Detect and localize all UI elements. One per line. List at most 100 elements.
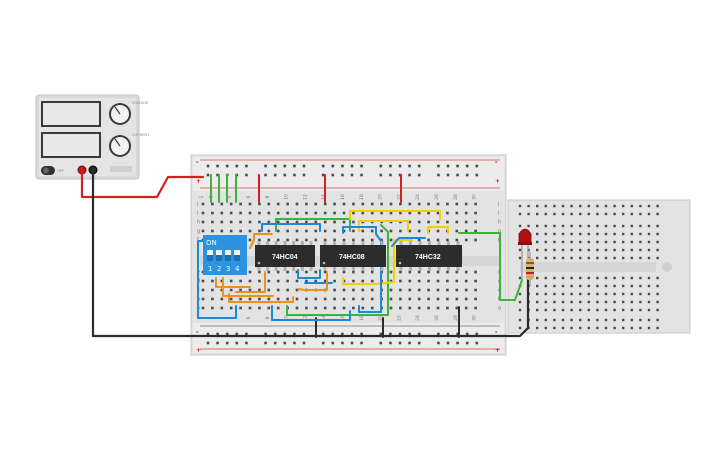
small-breadboard-hole[interactable] (596, 292, 599, 296)
small-breadboard-hole[interactable] (613, 248, 616, 252)
breadboard-hole[interactable] (408, 279, 412, 283)
breadboard-hole[interactable] (464, 220, 468, 224)
breadboard-hole[interactable] (314, 279, 318, 283)
breadboard-hole[interactable] (276, 229, 280, 233)
small-breadboard-hole[interactable] (604, 256, 608, 260)
breadboard-hole[interactable] (436, 238, 440, 242)
breadboard-hole[interactable] (201, 288, 205, 292)
small-breadboard-hole[interactable] (579, 256, 582, 260)
small-rail-hole[interactable] (596, 326, 599, 330)
small-rail-hole[interactable] (553, 212, 556, 216)
breadboard-hole[interactable] (201, 279, 205, 283)
rail-hole[interactable] (302, 341, 306, 345)
small-breadboard-hole[interactable] (579, 308, 582, 312)
small-breadboard-hole[interactable] (570, 224, 573, 228)
breadboard-hole[interactable] (464, 279, 468, 283)
rail-hole[interactable] (408, 332, 411, 336)
breadboard-hole[interactable] (446, 306, 449, 310)
breadboard-hole[interactable] (229, 288, 233, 292)
breadboard-hole[interactable] (314, 211, 318, 215)
breadboard-hole[interactable] (314, 238, 318, 242)
small-rail-hole[interactable] (604, 204, 608, 208)
small-breadboard-hole[interactable] (527, 256, 530, 260)
rail-hole[interactable] (341, 164, 344, 168)
small-breadboard-hole[interactable] (587, 256, 590, 260)
breadboard-hole[interactable] (427, 288, 430, 292)
blue-wire-2[interactable] (342, 226, 377, 235)
small-breadboard-hole[interactable] (553, 276, 556, 280)
breadboard-hole[interactable] (220, 229, 224, 233)
breadboard-hole[interactable] (408, 306, 412, 310)
small-breadboard-hole[interactable] (656, 292, 659, 296)
small-breadboard-hole[interactable] (536, 284, 539, 288)
breadboard-hole[interactable] (201, 202, 205, 206)
breadboard-hole[interactable] (370, 211, 374, 215)
small-breadboard-hole[interactable] (536, 308, 539, 312)
rail-hole[interactable] (456, 173, 459, 177)
rail-hole[interactable] (398, 341, 402, 345)
breadboard-hole[interactable] (211, 306, 214, 310)
small-rail-hole[interactable] (630, 326, 633, 330)
small-breadboard-hole[interactable] (536, 256, 539, 260)
breadboard-hole[interactable] (314, 229, 318, 233)
breadboard-hole[interactable] (417, 220, 421, 224)
rail-hole[interactable] (456, 332, 459, 336)
breadboard-hole[interactable] (295, 297, 299, 301)
rail-hole[interactable] (283, 341, 287, 345)
rail-hole[interactable] (456, 341, 459, 345)
rail-hole[interactable] (360, 173, 363, 177)
breadboard-hole[interactable] (436, 270, 440, 274)
breadboard-hole[interactable] (389, 238, 393, 242)
small-breadboard-hole[interactable] (570, 300, 573, 304)
small-rail-hole[interactable] (622, 204, 625, 208)
small-breadboard-hole[interactable] (639, 300, 642, 304)
small-breadboard-hole[interactable] (613, 284, 616, 288)
breadboard-hole[interactable] (267, 306, 271, 310)
small-breadboard-hole[interactable] (579, 292, 582, 296)
small-breadboard-hole[interactable] (656, 232, 659, 236)
small-rail-hole[interactable] (570, 318, 573, 322)
orange-wire-5[interactable] (235, 271, 266, 293)
dip-toggle-1[interactable] (207, 250, 213, 261)
breadboard-hole[interactable] (295, 220, 299, 224)
breadboard-hole[interactable] (427, 270, 430, 274)
breadboard-hole[interactable] (408, 288, 412, 292)
small-breadboard-hole[interactable] (622, 232, 625, 236)
small-breadboard-hole[interactable] (647, 248, 651, 252)
small-rail-hole[interactable] (639, 212, 642, 216)
breadboard-hole[interactable] (229, 306, 233, 310)
small-breadboard-hole[interactable] (570, 276, 573, 280)
small-breadboard-hole[interactable] (579, 224, 582, 228)
chip-74hc32[interactable]: 74HC32 (396, 241, 462, 271)
breadboard-hole[interactable] (352, 202, 355, 206)
breadboard-hole[interactable] (323, 220, 327, 224)
rail-hole[interactable] (456, 164, 459, 168)
dip-toggle-2[interactable] (216, 250, 222, 261)
breadboard-hole[interactable] (220, 297, 224, 301)
rail-hole[interactable] (389, 341, 392, 345)
rail-hole[interactable] (398, 332, 402, 336)
breadboard-hole[interactable] (370, 270, 374, 274)
small-breadboard-hole[interactable] (639, 232, 642, 236)
breadboard-hole[interactable] (276, 270, 280, 274)
small-breadboard-hole[interactable] (639, 308, 642, 312)
rail-hole[interactable] (408, 341, 411, 345)
dip-toggle-3[interactable] (225, 250, 231, 261)
rail-hole[interactable] (216, 164, 219, 168)
breadboard-hole[interactable] (352, 306, 355, 310)
breadboard-hole[interactable] (389, 279, 393, 283)
small-breadboard-hole[interactable] (536, 240, 539, 244)
breadboard-hole[interactable] (267, 270, 271, 274)
ground-wire-black[interactable] (91, 168, 530, 338)
small-breadboard-hole[interactable] (544, 224, 547, 228)
breadboard-hole[interactable] (248, 229, 252, 233)
breadboard-hole[interactable] (248, 211, 252, 215)
small-rail-hole[interactable] (604, 326, 608, 330)
breadboard-hole[interactable] (455, 270, 459, 274)
small-breadboard-hole[interactable] (527, 224, 530, 228)
breadboard-hole[interactable] (267, 211, 271, 215)
breadboard-hole[interactable] (361, 229, 365, 233)
small-breadboard-hole[interactable] (544, 308, 547, 312)
breadboard-hole[interactable] (276, 220, 280, 224)
breadboard-hole[interactable] (474, 288, 477, 292)
